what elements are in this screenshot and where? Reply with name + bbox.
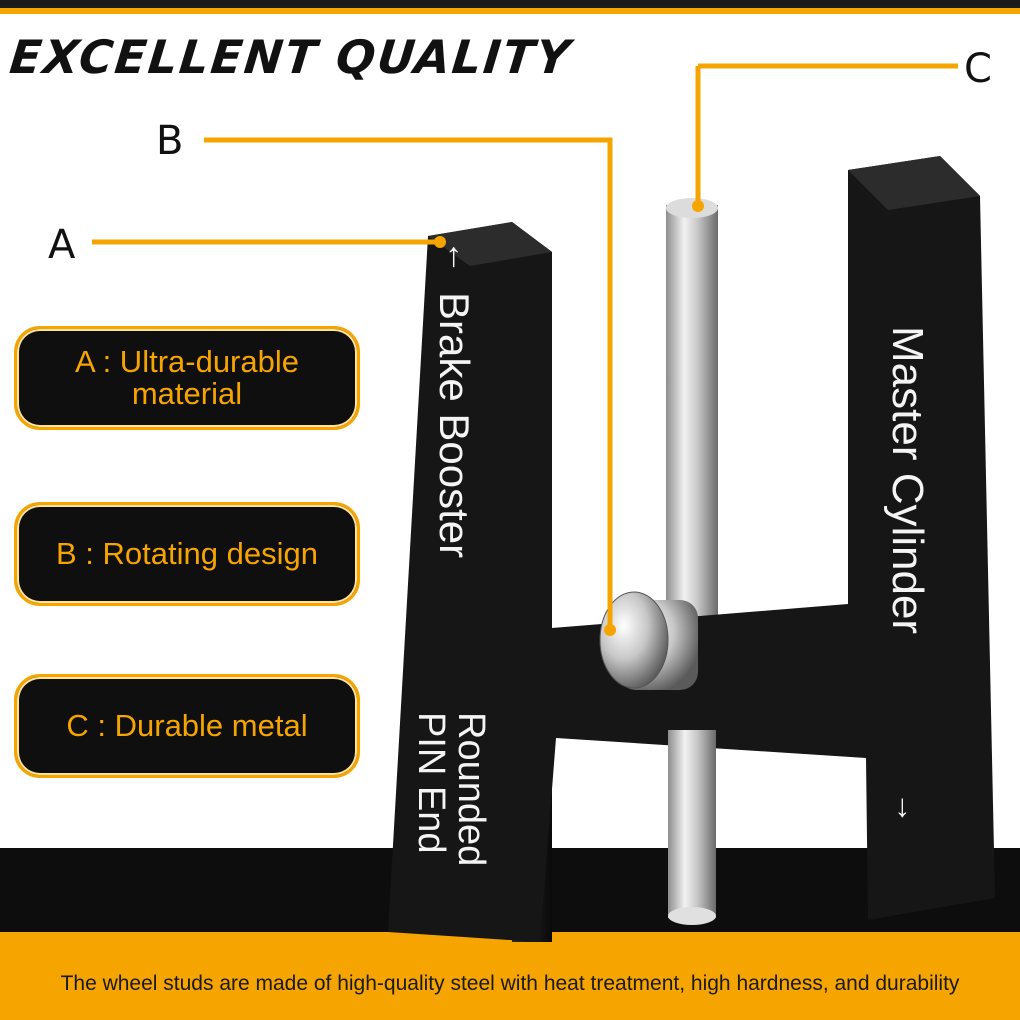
bottom-orange-band: [0, 932, 1020, 1020]
steel-pin-lower: [668, 730, 716, 925]
feature-pill-b: B : Rotating design: [14, 502, 360, 606]
top-accent-bar: [0, 0, 1020, 14]
feature-label-a: A : Ultra-durable material: [75, 344, 299, 411]
footer-caption: The wheel studs are made of high-quality…: [60, 972, 960, 995]
rotating-knob: [599, 591, 698, 690]
feature-pill-a: A : Ultra-durable material: [14, 326, 360, 430]
steel-pin-upper: [666, 198, 718, 625]
callout-label-b: B: [156, 118, 184, 164]
callout-label-c: C: [964, 46, 992, 92]
feature-label-b: B : Rotating design: [56, 536, 318, 571]
h-bracket-body: [388, 156, 995, 942]
pin-end-label: PIN End: [410, 712, 452, 854]
brake-booster-label: Brake Booster: [431, 292, 478, 559]
callout-label-a: A: [48, 222, 76, 268]
rounded-label: Rounded: [450, 712, 492, 867]
master-cylinder-label: Master Cylinder: [883, 326, 932, 635]
callout-lines: [92, 63, 958, 630]
feature-pill-c: C : Durable metal: [14, 674, 360, 778]
right-arm-arrow: →: [890, 792, 926, 824]
feature-label-c: C : Durable metal: [66, 708, 308, 743]
left-arm-arrow: ←: [440, 240, 478, 274]
